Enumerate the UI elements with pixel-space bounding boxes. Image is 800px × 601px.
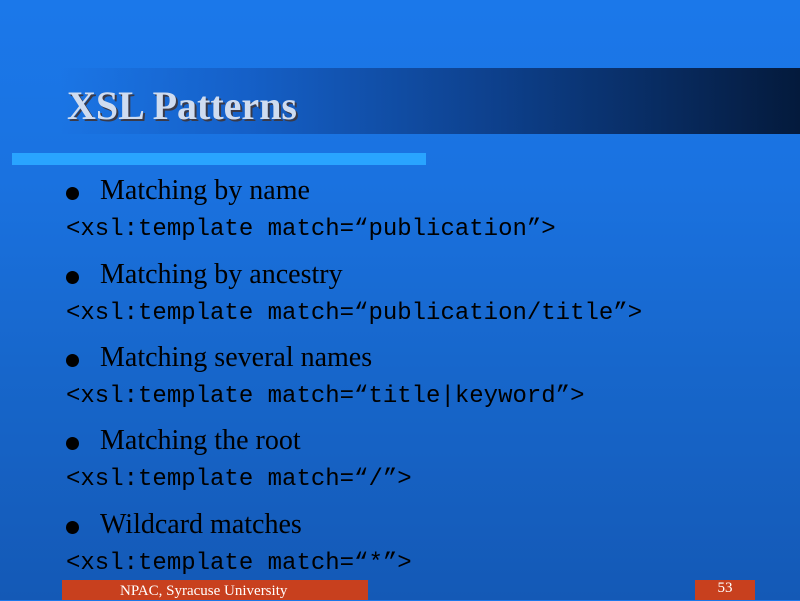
title-band (60, 68, 800, 134)
code-line: <xsl:template match=“*”> (66, 550, 412, 577)
code-line: <xsl:template match=“publication”> (66, 216, 556, 243)
code-line: <xsl:template match=“title|keyword”> (66, 383, 585, 410)
footer-organization: NPAC, Syracuse University (120, 583, 288, 599)
bullet-dot-icon (66, 354, 79, 367)
bullet-dot-icon (66, 437, 79, 450)
bullet-dot-icon (66, 271, 79, 284)
bullet-text: Matching several names (100, 342, 373, 373)
bullet-dot-icon (66, 521, 79, 534)
bullet-text: Matching the root (100, 425, 301, 456)
bullet-text: Matching by name (100, 175, 310, 206)
code-line: <xsl:template match=“/”> (66, 466, 412, 493)
code-line: <xsl:template match=“publication/title”> (66, 300, 643, 327)
bullet-dot-icon (66, 187, 79, 200)
slide-title: XSL Patterns (67, 83, 297, 128)
bullet-text: Wildcard matches (100, 509, 302, 540)
bullet-text: Matching by ancestry (100, 259, 343, 290)
title-underline-rule (12, 153, 426, 165)
footer-bar (62, 580, 368, 600)
page-number: 53 (695, 580, 755, 600)
